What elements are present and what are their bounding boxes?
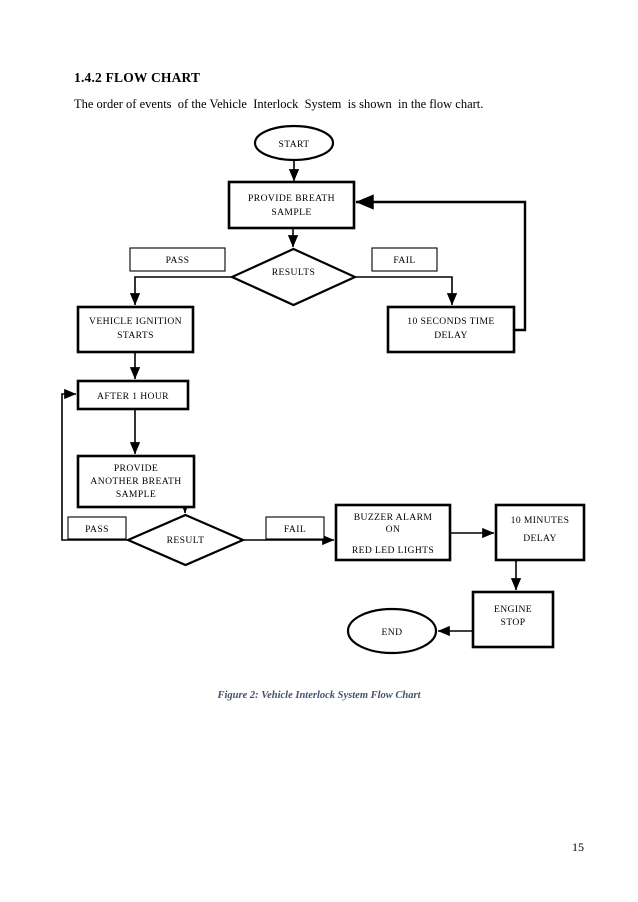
- node-result-decision[interactable]: RESULT: [125, 513, 246, 567]
- node-ten-minutes-delay[interactable]: 10 MINUTES DELAY: [494, 503, 586, 562]
- label-fail-top[interactable]: FAIL: [371, 247, 438, 272]
- node-breath2-line3: SAMPLE: [116, 489, 156, 500]
- node-enginestop-line2: STOP: [501, 617, 526, 628]
- node-after-one-hour[interactable]: AFTER 1 HOUR: [76, 379, 190, 411]
- pass-bottom-box: [67, 516, 127, 540]
- fail-top-box: [371, 247, 438, 272]
- node-ignition-line2: STARTS: [117, 330, 154, 341]
- node-buzzer-line4: RED LED LIGHTS: [352, 545, 434, 556]
- node-result2-label: RESULT: [167, 535, 205, 546]
- provide-another-breath-box: [76, 454, 196, 509]
- edge-delay10s-to-breath1-feedback: [355, 194, 527, 332]
- provide-breath-sample-box: [227, 180, 356, 230]
- engine-stop-box: [471, 590, 555, 649]
- node-end-label: END: [382, 627, 403, 638]
- label-pass-top-text: PASS: [166, 255, 190, 266]
- after-one-hour-box: [76, 379, 190, 411]
- node-buzzer-line1: BUZZER ALARM: [354, 512, 433, 523]
- page-title: 1.4.2 FLOW CHART: [74, 70, 201, 85]
- node-breath1-line1: PROVIDE BREATH: [248, 193, 335, 204]
- label-fail-bottom[interactable]: FAIL: [265, 516, 325, 540]
- node-breath2-line2: ANOTHER BREATH: [90, 476, 181, 487]
- page-number: 15: [572, 840, 584, 854]
- node-start-label: START: [278, 139, 309, 150]
- label-fail-top-text: FAIL: [393, 255, 415, 266]
- edge-results-fail-to-delay10s: [355, 276, 458, 306]
- node-delay10s-line1: 10 SECONDS TIME: [407, 316, 494, 327]
- node-provide-another-breath-sample[interactable]: PROVIDE ANOTHER BREATH SAMPLE: [76, 454, 196, 509]
- label-pass-top[interactable]: PASS: [129, 247, 226, 272]
- fail-bottom-box: [265, 516, 325, 540]
- edge-results-pass-to-ignition: [129, 276, 232, 306]
- node-delay10m-line1: 10 MINUTES: [511, 515, 570, 526]
- node-results-decision[interactable]: RESULTS: [229, 247, 358, 307]
- result-diamond: [125, 513, 246, 567]
- label-pass-bottom[interactable]: PASS: [67, 516, 127, 540]
- node-end[interactable]: END: [346, 607, 438, 655]
- node-after1hour-label: AFTER 1 HOUR: [97, 391, 169, 402]
- node-engine-stop[interactable]: ENGINE STOP: [471, 590, 555, 649]
- start-ellipse: [253, 124, 335, 162]
- results-diamond: [229, 247, 358, 307]
- node-delay10s-line2: DELAY: [434, 330, 468, 341]
- node-delay10m-line3: DELAY: [523, 533, 557, 544]
- node-provide-breath-sample[interactable]: PROVIDE BREATH SAMPLE: [227, 180, 356, 230]
- flowchart-connectors: [61, 160, 527, 637]
- ten-minutes-delay-box: [494, 503, 586, 562]
- ten-seconds-delay-box: [386, 305, 516, 354]
- node-buzzer-alarm[interactable]: BUZZER ALARM ON RED LED LIGHTS: [334, 503, 452, 562]
- label-fail-bottom-text: FAIL: [284, 524, 306, 535]
- node-breath1-line2: SAMPLE: [271, 207, 311, 218]
- node-start[interactable]: START: [253, 124, 335, 162]
- figure-caption: Figure 2: Vehicle Interlock System Flow …: [217, 690, 421, 701]
- vehicle-ignition-box: [76, 305, 195, 354]
- node-ten-seconds-delay[interactable]: 10 SECONDS TIME DELAY: [386, 305, 516, 354]
- label-pass-bottom-text: PASS: [85, 524, 109, 535]
- end-ellipse: [346, 607, 438, 655]
- buzzer-alarm-box: [334, 503, 452, 562]
- edge-result2-pass-to-after1hour: [61, 388, 128, 541]
- node-ignition-line1: VEHICLE IGNITION: [89, 316, 182, 327]
- flowchart-nodes: START PROVIDE BREATH SAMPLE RESULTS PASS: [67, 124, 586, 655]
- pass-top-box: [129, 247, 226, 272]
- node-buzzer-line2: ON: [386, 524, 401, 535]
- node-breath2-line1: PROVIDE: [114, 463, 158, 474]
- intro-paragraph: The order of events of the Vehicle Inter…: [74, 97, 484, 111]
- node-vehicle-ignition-starts[interactable]: VEHICLE IGNITION STARTS: [76, 305, 195, 354]
- node-enginestop-line1: ENGINE: [494, 604, 532, 615]
- node-results-label: RESULTS: [272, 267, 316, 278]
